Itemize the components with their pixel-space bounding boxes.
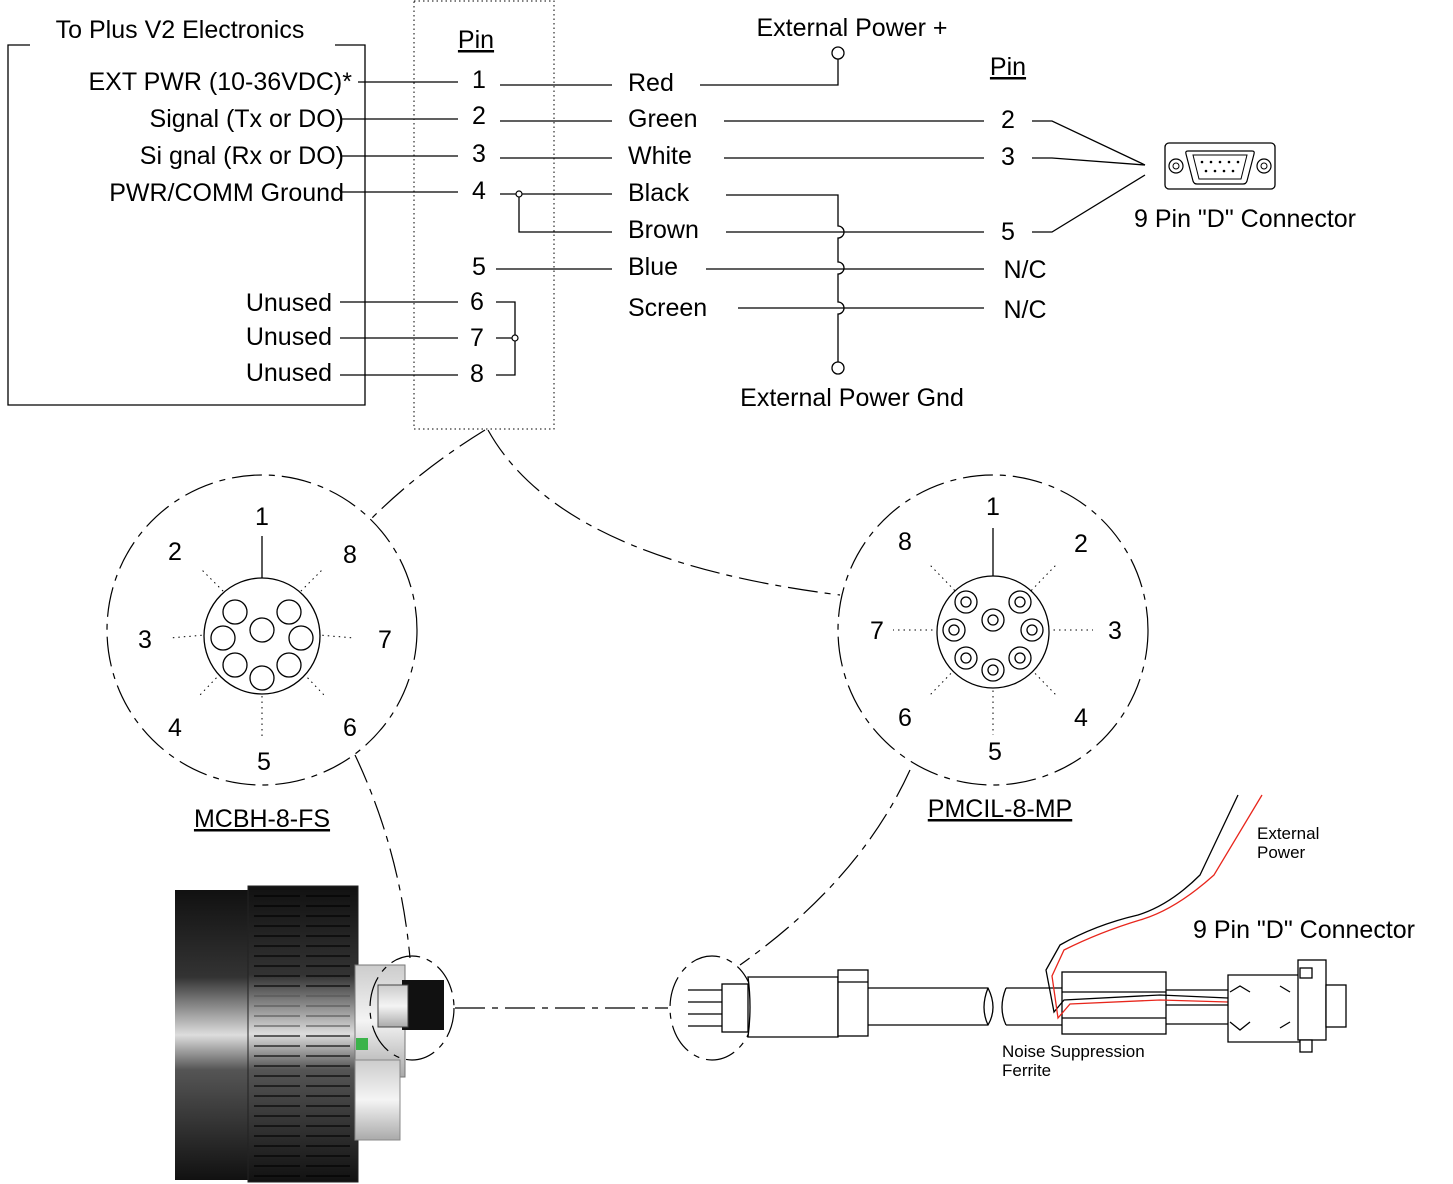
label-unused-7: Unused: [246, 323, 332, 351]
power-wire-black: [1045, 794, 1239, 1014]
external-power-gnd-terminal: [831, 361, 845, 375]
leader-left: [369, 429, 486, 521]
external-power-label-line1: External: [1257, 824, 1319, 843]
wire-green: Green: [628, 105, 697, 133]
ferrite-label-line1: Noise Suppression: [1002, 1042, 1145, 1061]
leader-left-photo: [354, 754, 411, 959]
pin-num-8: 8: [470, 360, 484, 388]
connector-face-right: [837, 474, 1149, 786]
d-pin-5: 5: [1001, 218, 1015, 246]
left-face-pin-2: 2: [168, 538, 182, 566]
connector-right-pin-labels: 1 2 3 4 5 6 7 8: [870, 493, 1122, 766]
pin-num-7: 7: [470, 324, 484, 352]
sensor-body: [175, 885, 444, 1183]
d-pin-2: 2: [1001, 106, 1015, 134]
pin-num-5: 5: [472, 253, 486, 281]
ferrite-to-dsub: [1166, 989, 1228, 1025]
left-face-pin-6: 6: [343, 714, 357, 742]
wire-red: Red: [628, 69, 674, 97]
right-face-pin-4: 4: [1074, 704, 1088, 732]
d-pin-3: 3: [1001, 143, 1015, 171]
connector-left-pin-labels: 1 2 3 4 5 6 7 8: [138, 503, 392, 776]
left-face-pin-4: 4: [168, 714, 182, 742]
label-unused-6: Unused: [246, 289, 332, 317]
d-connector-pins: 2 3 5 N/C N/C: [1001, 106, 1046, 324]
red-to-power-line: [700, 59, 839, 86]
left-pin-lines: [340, 81, 516, 376]
cable-pins: [688, 983, 749, 1033]
label-signal-rx: Si gnal (Rx or DO): [140, 142, 344, 170]
right-face-pin-3: 3: [1108, 617, 1122, 645]
pin-num-1: 1: [472, 66, 486, 94]
ferrite: [1061, 971, 1167, 1035]
d-pin-nc-2: N/C: [1003, 296, 1046, 324]
wire-labels: Red Green White Black Brown Blue Screen: [628, 69, 707, 322]
electronics-box-title: To Plus V2 Electronics: [56, 16, 305, 44]
d-connector-label: 9 Pin "D" Connector: [1134, 205, 1356, 233]
power-wire-red: [1051, 794, 1263, 1020]
pin-num-2: 2: [472, 102, 486, 130]
left-face-pin-5: 5: [257, 748, 271, 776]
pin-header-right: Pin: [990, 53, 1026, 81]
pin-wire-lines: [496, 84, 612, 270]
pin-num-6: 6: [470, 288, 484, 316]
right-wire-lines: [706, 120, 984, 362]
leader-right: [487, 429, 841, 596]
pin-num-4: 4: [472, 177, 486, 205]
label-pwr-comm-ground: PWR/COMM Ground: [109, 179, 344, 207]
external-power-plus-terminal: [831, 46, 845, 60]
right-face-pin-5: 5: [988, 738, 1002, 766]
ferrite-label-line2: Ferrite: [1002, 1061, 1051, 1080]
leader-right-photo: [739, 769, 911, 966]
left-face-pin-1: 1: [255, 503, 269, 531]
bottom-d-connector-label: 9 Pin "D" Connector: [1193, 916, 1415, 944]
external-power-label-line2: Power: [1257, 843, 1306, 862]
sensor-ridges: [254, 895, 350, 1177]
cable-plug: [747, 969, 1062, 1038]
left-photo-callout: [369, 955, 455, 1061]
label-ext-pwr: EXT PWR (10-36VDC)*: [89, 68, 353, 96]
right-face-pin-1: 1: [986, 493, 1000, 521]
right-face-pin-7: 7: [870, 617, 884, 645]
external-power-gnd-label: External Power Gnd: [740, 384, 964, 412]
wire-white: White: [628, 142, 692, 170]
right-face-pin-2: 2: [1074, 530, 1088, 558]
pin-header-left: Pin: [458, 26, 494, 54]
junction-678: [511, 334, 519, 342]
connector-left-name: MCBH-8-FS: [194, 805, 330, 833]
connector-right-name: PMCIL-8-MP: [928, 795, 1072, 823]
left-face-pin-7: 7: [378, 626, 392, 654]
electronics-box-outline: [7, 44, 366, 406]
electronics-box: To Plus V2 Electronics: [7, 16, 366, 406]
dsub-connector: [1227, 959, 1347, 1053]
external-power-plus-label: External Power +: [756, 14, 947, 42]
right-face-pin-8: 8: [898, 528, 912, 556]
right-face-pin-6: 6: [898, 704, 912, 732]
left-face-pin-3: 3: [138, 626, 152, 654]
wire-screen: Screen: [628, 294, 707, 322]
left-pin-numbers: 1 2 3 4 5 6 7 8: [470, 66, 486, 388]
left-labels: EXT PWR (10-36VDC)* Signal (Tx or DO) Si…: [89, 68, 353, 387]
label-unused-8: Unused: [246, 359, 332, 387]
connector-face-left: [106, 474, 418, 786]
pin-num-3: 3: [472, 140, 486, 168]
wire-blue: Blue: [628, 253, 678, 281]
wire-brown: Brown: [628, 216, 699, 244]
wire-black: Black: [628, 179, 690, 207]
left-face-pin-8: 8: [343, 541, 357, 569]
label-signal-tx: Signal (Tx or DO): [150, 105, 344, 133]
d-pin-nc-1: N/C: [1003, 256, 1046, 284]
d-connector-icon: [1164, 142, 1276, 190]
d-connector-leads: [1032, 120, 1146, 233]
junction-4: [515, 190, 523, 198]
